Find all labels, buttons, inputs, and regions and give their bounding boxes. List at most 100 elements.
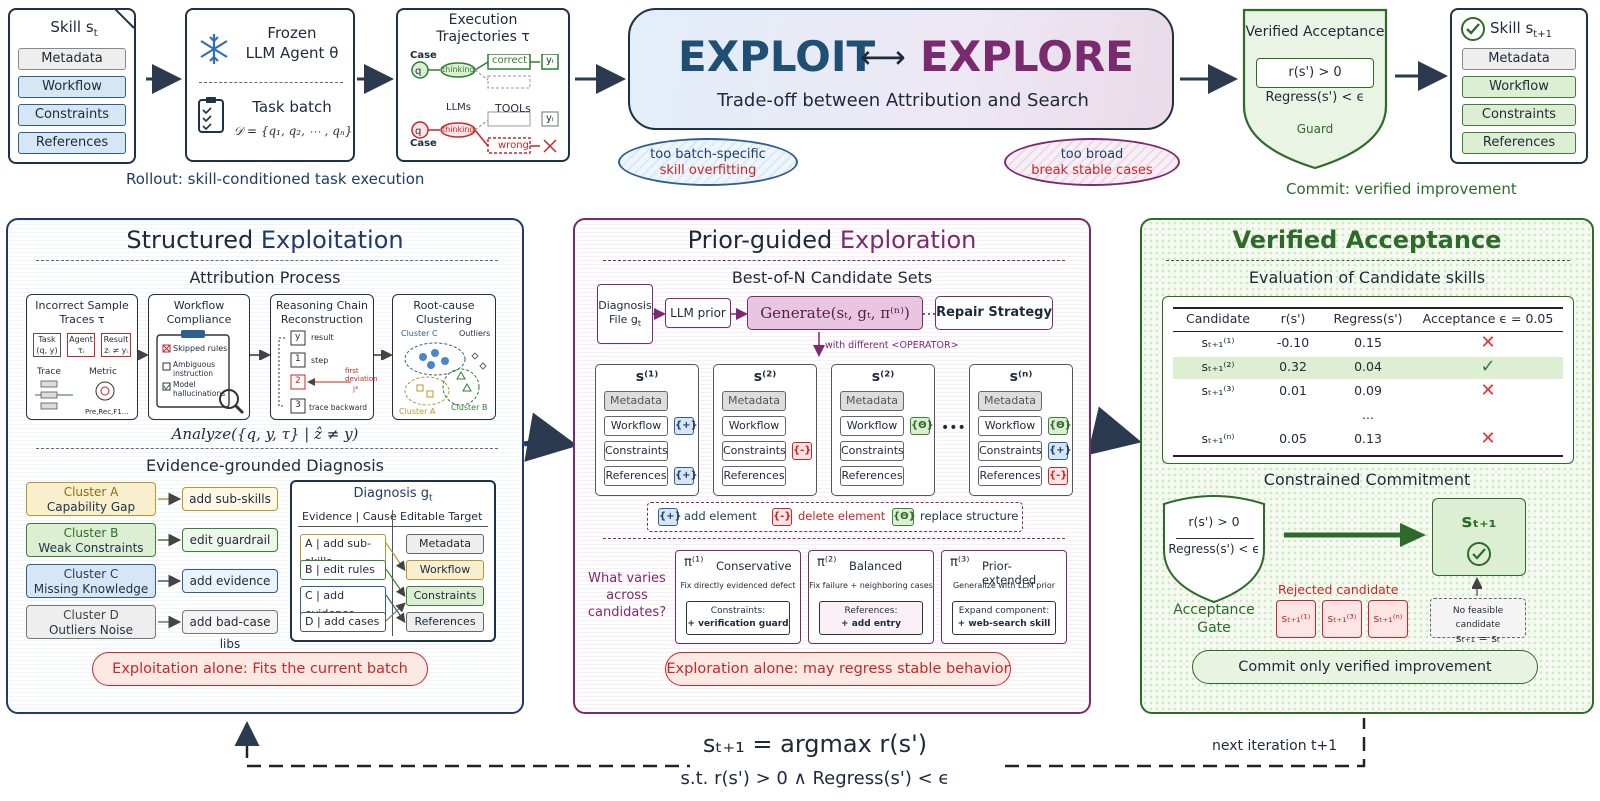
q-label-1: q xyxy=(415,66,422,77)
page-fold-icon xyxy=(114,8,135,29)
metric-label: Metric xyxy=(89,367,117,377)
tools-label: TOOLs xyxy=(495,102,531,115)
tradeoff-caption: Trade-off between Attribution and Search xyxy=(717,90,1089,111)
analyze-formula: Analyze({q, y, τ} | ẑ ≠ y) xyxy=(171,425,359,443)
ambiguous-instruction: Ambiguous instruction xyxy=(173,360,216,378)
conservative-name: Conservative xyxy=(716,559,792,573)
target-metadata: Metadata xyxy=(406,534,484,554)
candidate-workflow: Workflow xyxy=(604,416,668,436)
operator-tag: {+} xyxy=(1048,442,1072,460)
pi2-label: π⁽²⁾ xyxy=(817,555,837,570)
step2-t2: Compliance xyxy=(166,313,232,326)
overfitting-bubble: too batch-specific skill overfitting xyxy=(618,138,798,186)
diagnosis-file-doc: Diagnosis File gt xyxy=(597,284,653,344)
pi3-label: π⁽³⁾ xyxy=(950,555,970,570)
correct-label: correct xyxy=(492,55,528,66)
candidate-workflow: Workflow xyxy=(978,416,1042,436)
constraint-formula: s.t. r(s') > 0 ∧ Regress(s') < ϵ xyxy=(680,768,950,789)
attribution-title: Attribution Process xyxy=(189,268,341,287)
skill-t-references: References xyxy=(18,132,126,154)
skill-next-workflow: Workflow xyxy=(1462,76,1576,98)
trace-backward: trace backward xyxy=(309,403,368,412)
candidate-constraints: Constraints xyxy=(604,441,668,461)
candidate-title: s⁽²⁾ xyxy=(871,369,895,385)
operator-tag: {Θ} xyxy=(910,417,934,435)
col-evidence: Evidence | Cause xyxy=(302,510,397,523)
acceptance-gate-shield xyxy=(1163,495,1265,604)
reject-cross-icon: ✕ xyxy=(1480,428,1496,449)
commit-caption: Commit: verified improvement xyxy=(1286,180,1517,198)
eval-cell-r: 0.32 xyxy=(1279,359,1307,374)
llm-agent-label: LLM Agent θ xyxy=(245,44,339,62)
step1-t2: Traces τ xyxy=(59,313,105,326)
pi1-label: π⁽¹⁾ xyxy=(684,555,704,570)
step1-t1: Incorrect Sample xyxy=(35,299,129,312)
generate-box[interactable]: Generate(sₜ, gₜ, π⁽ⁿ⁾) xyxy=(747,296,923,330)
strategy-balanced: π⁽²⁾ Balanced Fix failure + neighboring … xyxy=(808,550,934,644)
candidate-metadata: Metadata xyxy=(840,391,904,411)
reasoning-chain-box: Reasoning Chain Reconstruction y 1 2 3 r… xyxy=(270,294,378,420)
s-next-result-box: sₜ₊₁ xyxy=(1432,498,1526,576)
add-sub-skills-action: add sub-skills xyxy=(182,487,278,511)
case-label-2: Case xyxy=(410,138,437,149)
prior-extended-desc: Generalize with LLM prior xyxy=(952,581,1056,590)
reject-cross-icon: ✕ xyxy=(1480,380,1496,401)
step-label: step xyxy=(311,356,329,365)
argmax-formula: sₜ₊₁ = argmax r(s') xyxy=(702,730,928,758)
root-cause-box: Root-cause Clustering Cluster C Outliers… xyxy=(392,294,496,420)
balanced-example: References:+ add entry xyxy=(819,601,923,635)
header-candidate: Candidate xyxy=(1186,311,1250,326)
candidate-workflow: Workflow xyxy=(722,416,786,436)
commit-arrow xyxy=(1284,523,1426,547)
header-acceptance: Acceptance ϵ = 0.05 xyxy=(1422,311,1554,326)
compliance-clipboard-icon xyxy=(156,330,245,415)
candidate-workflow: Workflow xyxy=(840,416,904,436)
eval-cell-r: 0.01 xyxy=(1279,383,1307,398)
llms-label: LLMs xyxy=(446,102,471,113)
case-label-1: Case xyxy=(410,50,437,61)
diagnosis-title: Evidence-grounded Diagnosis xyxy=(145,456,385,475)
candidate-references: References xyxy=(604,466,668,486)
skill-next-references: References xyxy=(1462,132,1576,154)
overfitting-line1: too batch-specific xyxy=(650,147,766,162)
gate-label1: Acceptance xyxy=(1173,602,1255,618)
candidate-title: s⁽²⁾ xyxy=(753,369,777,385)
balanced-desc: Fix failure + neighboring cases xyxy=(809,581,933,590)
result-label: result xyxy=(311,333,334,342)
guard-shield-icon xyxy=(1242,8,1388,170)
col-target: Editable Target xyxy=(400,510,483,523)
node-2: 2 xyxy=(295,376,301,386)
snowflake-icon xyxy=(200,34,228,64)
constrained-title: Constrained Commitment xyxy=(1263,470,1471,489)
node-y: y xyxy=(295,332,301,342)
edit-guardrail-action: edit guardrail xyxy=(182,528,278,552)
skill-t-workflow: Workflow xyxy=(18,76,126,98)
eval-cell-r: -0.10 xyxy=(1276,335,1310,350)
prior-extended-name: Prior-extended xyxy=(982,559,1037,587)
candidates-ellipsis: ••• xyxy=(941,420,966,436)
double-arrow-icon: ⟷ xyxy=(860,38,906,76)
legend-delete-tag: {-} xyxy=(772,508,792,526)
guard-cond1: r(s') > 0 xyxy=(1256,58,1374,88)
yi-label-2: yᵢ xyxy=(546,113,554,124)
operator-tag: {+} xyxy=(674,417,698,435)
break-line1: too broad xyxy=(1060,147,1124,162)
trace-label: Trace xyxy=(37,367,61,377)
operator-tag: {-} xyxy=(1048,467,1068,485)
llm-prior-box: LLM prior xyxy=(665,298,731,328)
break-stable-bubble: too broad break stable cases xyxy=(1004,138,1180,186)
skill-next-title: Skill st+1 xyxy=(1490,19,1552,40)
skipped-rules: Skipped rules xyxy=(173,344,228,353)
eval-table: Candidate r(s') Regress(s') Acceptance ϵ… xyxy=(1162,296,1574,464)
node-3: 3 xyxy=(295,400,301,410)
cluster-scatter-sketch xyxy=(404,342,487,406)
outliers-label: Outliers xyxy=(459,329,491,338)
rejected-3: sₜ₊₁⁽³⁾ xyxy=(1322,600,1362,638)
eval-cell-g: 0.04 xyxy=(1354,359,1382,374)
